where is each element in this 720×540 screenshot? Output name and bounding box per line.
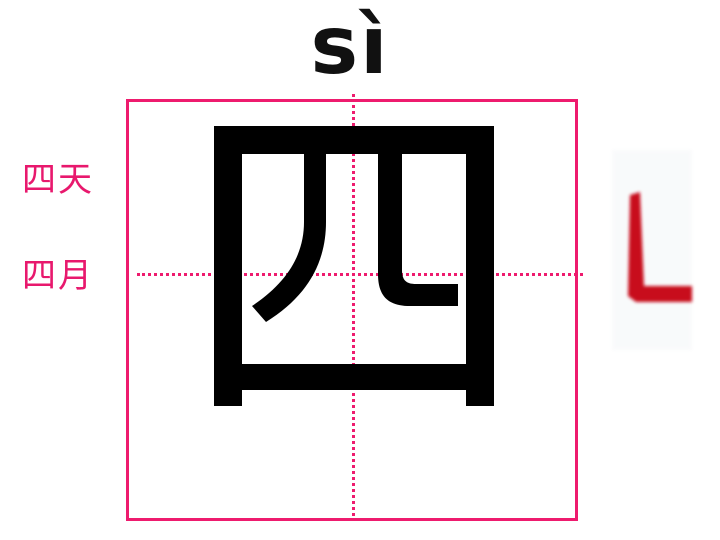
grid-vertical-guide [352, 94, 355, 516]
glyph-stroke-inner-left [252, 148, 326, 322]
word-example: 四天 [22, 160, 94, 200]
glyph-stroke-bottom [214, 364, 494, 390]
pinyin-label: sì [310, 0, 390, 92]
glyph-stroke-inner-right [378, 148, 458, 306]
word-example: 四月 [22, 256, 94, 296]
glyph-stroke-left [214, 126, 242, 406]
grid-horizontal-guide [137, 273, 583, 276]
glyph-stroke-top [214, 126, 494, 154]
glyph-stroke-right [466, 126, 494, 406]
stroke-vertical-turn-icon [612, 150, 692, 350]
character-glyph: 四 [214, 126, 494, 406]
